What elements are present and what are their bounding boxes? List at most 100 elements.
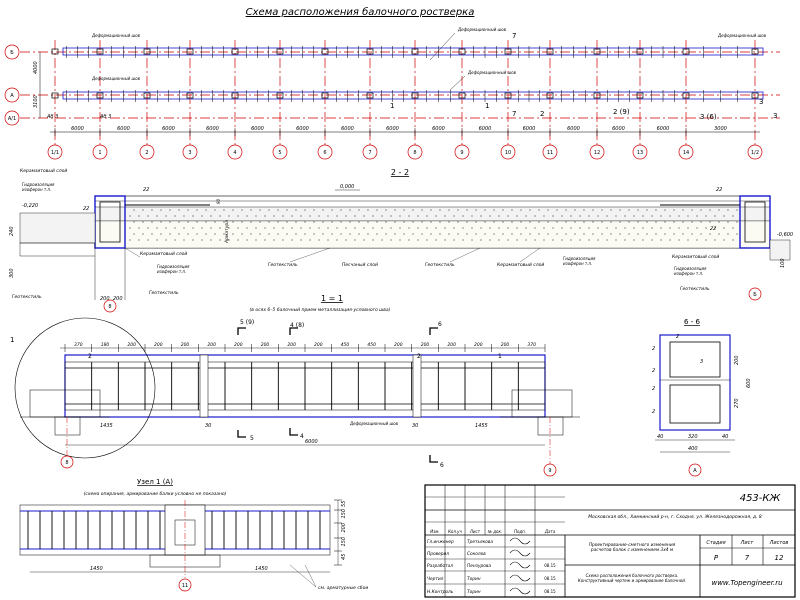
plan-row-axis: А	[10, 93, 14, 99]
plan-sec-a3b: Аб 3	[99, 114, 111, 120]
s22-mark-000: 0,000	[340, 184, 354, 190]
plan-col-dim: 6000	[162, 126, 175, 132]
s11-axis-right: 9	[548, 468, 551, 474]
s22-geotext-mid2: Геотекстиль	[268, 262, 298, 268]
plan-col-dim: 3000	[714, 126, 727, 132]
s11-dim-30a: 30	[205, 423, 211, 429]
stamp-name: Соколов	[467, 551, 486, 557]
plan-sec7a: 7	[512, 32, 516, 40]
plan-col-axis: 13	[637, 150, 643, 156]
plan-deform-label-e: Деформационный шов	[467, 70, 517, 75]
stamp-role: Гл.инженер	[427, 539, 454, 545]
node-title: Узел 1 (А)	[137, 478, 173, 486]
s11-sec4: 4	[300, 433, 304, 440]
plan-sec2: 2	[540, 110, 544, 118]
s66-dim-40b: 40	[722, 434, 728, 440]
section-1-1-note: (в осях 6–5 балочный прием металлизация-…	[250, 307, 391, 313]
node-1: Узел 1 (А) (схема опирания, армирование …	[19, 478, 368, 592]
node-axis: 11	[182, 583, 188, 589]
s11-dim: 200	[447, 342, 456, 348]
s66-axis: А	[693, 468, 697, 474]
node-note-armat: см. арматурные сбои	[318, 585, 368, 591]
s11-dim-total: 6000	[305, 439, 318, 445]
plan-col-dim: 6000	[612, 126, 625, 132]
node-dim: 200	[341, 523, 347, 533]
s11-dim: 200	[181, 342, 190, 348]
node-dim: 45	[341, 554, 347, 560]
s11-sec5: 5	[250, 435, 254, 442]
s66-lbl-1: 2	[676, 334, 679, 340]
plan-col-dim: 6000	[251, 126, 264, 132]
s22-keram-mid: Керамзитовый слой	[497, 262, 544, 268]
plan-row-axis: Б	[10, 50, 14, 56]
plan-col-axis: 1	[98, 150, 101, 156]
plan-col-axis: 3	[188, 150, 191, 156]
s22-mark-right: -0,600	[777, 232, 793, 238]
s11-dim: 200	[207, 342, 216, 348]
stamp-sheet: 7	[745, 554, 750, 562]
stamp-date: 08.15	[544, 563, 556, 568]
plan-sec3c: 3	[773, 112, 777, 120]
s11-dim: 200	[287, 342, 296, 348]
plan-col-axis: 10	[505, 150, 511, 156]
s22-keram-left: Керамзитовый слой	[20, 168, 67, 174]
s11-dim: 200	[394, 342, 403, 348]
row-dim-2: 3100	[33, 95, 39, 108]
s22-geotext-left: Геотекстиль	[12, 294, 42, 300]
plan-deform-label-a: Деформационный шов	[91, 33, 141, 38]
stamp-role: Чертил	[427, 576, 444, 582]
stamp-sheets: 12	[775, 554, 784, 562]
plan-col-axis: 12	[594, 150, 600, 156]
s11-dim: 200	[127, 342, 136, 348]
stamp-sheets-header: Листов	[769, 540, 789, 546]
plan-col-dim: 6000	[523, 126, 536, 132]
s11-sec6b: 6	[440, 462, 444, 469]
section-2-2-title: 2 - 2	[391, 168, 409, 177]
s22-geotext-mid3: Геотекстиль	[425, 262, 455, 268]
s22-dim-22a: 22	[143, 187, 149, 193]
plan-col-dim: 6000	[432, 126, 445, 132]
s11-dim: 200	[234, 342, 243, 348]
node-note: (схема опирания, армирование балки услов…	[84, 491, 227, 497]
stamp-role: Н.Контроль	[427, 589, 454, 595]
s11-sec4-8: 4 (8)	[290, 322, 304, 329]
signature	[509, 537, 531, 545]
stamp-date: 08.15	[544, 589, 556, 594]
plan-col-dim: 6000	[341, 126, 354, 132]
s11-sec6: 6	[438, 321, 442, 328]
s22-sand: Песчаный слой	[342, 262, 378, 268]
section-1-1: 1 = 1 (в осях 6–5 балочный прием металли…	[10, 294, 580, 477]
plan-col-dim: 6000	[206, 126, 219, 132]
plan-col-dim: 6000	[657, 126, 670, 132]
s66-lbl-2: 2	[652, 346, 655, 352]
s11-dim: 200	[314, 342, 323, 348]
s22-dim-22b: 22	[83, 206, 89, 212]
s66-lbl-5: 2	[652, 386, 655, 392]
s11-sec5-9: 5 (9)	[240, 319, 254, 326]
section-6-6: 6 - 6 200 600 270 40 320 40 400 2 2 3 2 …	[652, 318, 752, 477]
s11-sec1: 1	[10, 336, 14, 344]
stamp-col-header: Дата	[544, 529, 556, 534]
plan-row-axis: А/1	[8, 116, 16, 122]
s11-dim-30b: 30	[412, 423, 418, 429]
stamp-code: 453-КЖ	[740, 493, 782, 504]
plan-deform-label-b: Деформационный шов	[457, 27, 507, 32]
stamp-role: Разработал	[427, 563, 453, 569]
signature	[509, 561, 531, 569]
s11-sec1b: 1	[498, 353, 502, 360]
s66-dim-600: 600	[746, 378, 752, 388]
stamp-col-header: Подп.	[514, 529, 526, 534]
s22-axis-right: Б	[753, 292, 757, 298]
plan-col-axis: 1/2	[751, 150, 759, 156]
s66-dim-400: 400	[688, 446, 698, 452]
stamp-col-header: Лист	[469, 529, 481, 534]
s11-dim: 450	[341, 342, 350, 348]
plan-col-dim: 6000	[296, 126, 309, 132]
node-dim-1450a: 1450	[90, 566, 103, 572]
s11-dim: 370	[527, 342, 536, 348]
